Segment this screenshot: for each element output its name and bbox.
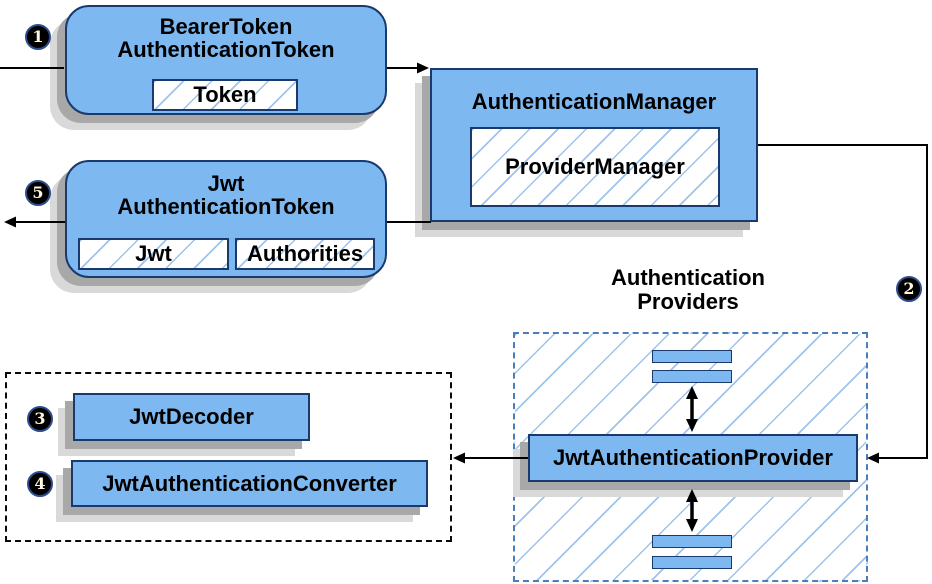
step-1-badge: 1	[25, 24, 51, 50]
generic-provider-bar-bottom-2	[652, 556, 732, 569]
jwt-decoder-box: JwtDecoder	[73, 393, 310, 441]
jwt-authentication-converter-label: JwtAuthenticationConverter	[102, 470, 397, 496]
bearer-token-title-line1: BearerToken	[159, 14, 293, 39]
jwt-token-title-line1: Jwt	[207, 171, 245, 196]
generic-provider-bar-top-2	[652, 370, 732, 383]
token-chip-label: Token	[193, 82, 257, 107]
jwt-authentication-token-box: Jwt AuthenticationToken Jwt Authorities	[65, 160, 387, 278]
jwt-chip-label: Jwt	[135, 241, 172, 266]
providers-heading-line2: Providers	[637, 289, 739, 314]
generic-provider-bar-bottom-1	[652, 535, 732, 548]
step-2-badge: 2	[896, 276, 922, 302]
provider-manager-label: ProviderManager	[505, 154, 685, 179]
authentication-manager-title: AuthenticationManager	[471, 89, 717, 114]
arrow-right-icon	[417, 62, 429, 74]
jwt-decoder-label: JwtDecoder	[129, 404, 254, 429]
authorities-chip: Authorities	[235, 238, 375, 270]
generic-provider-bar-top-1	[652, 350, 732, 363]
arrow-left-icon-decoder	[453, 452, 465, 464]
step-4-badge: 4	[27, 471, 53, 497]
jwt-authentication-provider-box: JwtAuthenticationProvider	[528, 434, 858, 482]
bearer-token-box-title: BearerToken AuthenticationToken	[67, 15, 385, 61]
authorities-chip-label: Authorities	[246, 241, 364, 266]
authentication-providers-heading: Authentication Providers	[548, 266, 828, 314]
arrow-left-icon-outgoing	[4, 216, 16, 228]
authentication-manager-box: AuthenticationManager ProviderManager	[430, 68, 758, 222]
jwt-token-title-line2: AuthenticationToken	[117, 194, 335, 219]
step-5-badge: 5	[25, 180, 51, 206]
arrow-left-icon-provider	[867, 452, 879, 464]
decoder-converter-group	[5, 372, 452, 542]
providers-heading-line1: Authentication	[611, 265, 765, 290]
bearer-token-authentication-token-box: BearerToken AuthenticationToken Token	[65, 5, 387, 115]
bearer-token-title-line2: AuthenticationToken	[117, 37, 335, 62]
step-3-badge: 3	[27, 406, 53, 432]
jwt-authentication-provider-label: JwtAuthenticationProvider	[553, 445, 833, 470]
token-chip: Token	[152, 79, 298, 111]
jwt-token-box-title: Jwt AuthenticationToken	[67, 172, 385, 218]
jwt-chip: Jwt	[78, 238, 229, 270]
jwt-authentication-converter-box: JwtAuthenticationConverter	[71, 460, 428, 507]
provider-manager-chip: ProviderManager	[470, 127, 720, 207]
